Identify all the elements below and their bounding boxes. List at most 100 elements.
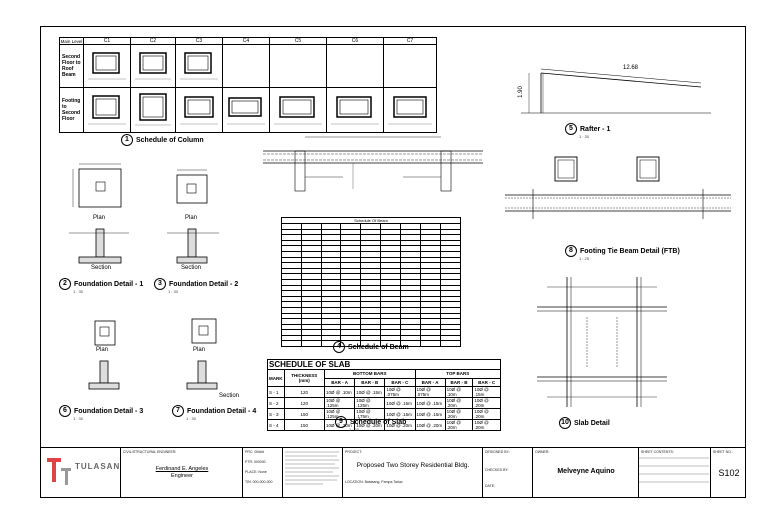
fd4-scale: 1 : 30 bbox=[186, 416, 197, 421]
slab-thickness: 150 bbox=[283, 419, 326, 431]
beam-table-row bbox=[281, 340, 461, 348]
slab-bar: 10Ø @ .10m bbox=[444, 386, 474, 398]
fd1-scale: 1 : 30 bbox=[73, 289, 84, 294]
footing-tie-beam-drawing bbox=[505, 156, 731, 219]
slab-bar: 10Ø @ .20m bbox=[444, 419, 474, 431]
beam-table-title: Schedule Of Beam bbox=[281, 217, 461, 224]
fd3-plan-label: Plan bbox=[96, 347, 109, 353]
beam-table-row bbox=[281, 306, 461, 314]
column-section-c5-upper-empty bbox=[269, 44, 327, 88]
row-label-upper: Second Floor to Roof Beam bbox=[59, 44, 84, 88]
fd3-title-text: Foundation Detail - 3 bbox=[74, 407, 144, 415]
ftb-number: 8 bbox=[565, 245, 577, 257]
beam-table-cell bbox=[419, 251, 441, 258]
beam-table-cell bbox=[439, 323, 461, 331]
foundation-detail-3-4-drawings bbox=[88, 318, 218, 390]
beam-table-cell bbox=[419, 312, 441, 320]
beam-table-cell bbox=[419, 306, 441, 314]
ftb-title-text: Footing Tie Beam Detail (FTB) bbox=[580, 247, 680, 255]
slab-schedule-scale: 1 : 30 bbox=[349, 427, 360, 432]
column-header-c7: C7 bbox=[383, 37, 437, 45]
sheet-contents-label: SHEET CONTENTS: bbox=[641, 450, 674, 454]
project-location: LOCATION: Batasang, Pampa Tarlac bbox=[345, 480, 403, 484]
beam-table-cell bbox=[439, 334, 461, 342]
beam-table-cell bbox=[439, 340, 461, 348]
company-name: TULASAN bbox=[75, 462, 121, 471]
column-schedule-corner: Main Level bbox=[59, 37, 84, 45]
fd1-title-text: Foundation Detail - 1 bbox=[74, 280, 144, 288]
slab-bar: 10Ø @ .20m bbox=[414, 419, 446, 431]
beam-table-cell bbox=[439, 256, 461, 264]
sheet-number-cell: SHEET NO.: S102 bbox=[711, 448, 745, 497]
slab-bar: 10Ø @ .075m bbox=[384, 386, 416, 398]
design-check-cell: DESIGNED BY: CHECKED BY: DATE: bbox=[483, 448, 533, 497]
column-header-c4: C4 bbox=[222, 37, 270, 45]
column-section-c6-lower bbox=[326, 87, 384, 133]
slab-mark: S - 4 bbox=[267, 419, 285, 431]
beam-table-cell bbox=[439, 301, 461, 308]
slab-bar: 10Ø @ .15m bbox=[414, 408, 446, 420]
slab-mark: S - 3 bbox=[267, 408, 285, 420]
slab-schedule-number: 9 bbox=[335, 416, 347, 428]
beam-table-row bbox=[281, 312, 461, 320]
column-section-c7-lower bbox=[383, 87, 437, 133]
slab-col-thickness: THICKNESS (mm) bbox=[283, 369, 326, 387]
fd4-title-text: Foundation Detail - 4 bbox=[187, 407, 257, 415]
column-schedule-number: 1 bbox=[121, 134, 133, 146]
slab-bar: 10Ø @ .10m bbox=[324, 386, 356, 398]
slab-bar: 10Ø @ .20m bbox=[472, 397, 501, 409]
beam-table-cell bbox=[419, 318, 441, 325]
column-header-c1: C1 bbox=[83, 37, 131, 45]
slab-detail-title-text: Slab Detail bbox=[574, 419, 610, 427]
column-section-c3-lower bbox=[175, 87, 223, 133]
beam-table-cell bbox=[439, 290, 461, 297]
slab-sub-col: BAR - A bbox=[414, 377, 446, 387]
beam-table-cell bbox=[419, 295, 441, 303]
beam-table-cell bbox=[419, 256, 441, 264]
drawing-area: Main Level C1 C2 C3 C4 C5 C6 C7 Second F… bbox=[41, 27, 745, 447]
beam-table-cell bbox=[439, 318, 461, 325]
beam-table-cell bbox=[419, 267, 441, 275]
slab-row: S - 1 120 10Ø @ .10m 10Ø @ .15m 10Ø @ .0… bbox=[267, 386, 501, 398]
column-schedule-table: Main Level C1 C2 C3 C4 C5 C6 C7 Second F… bbox=[59, 37, 437, 133]
slab-detail-number: 10 bbox=[559, 417, 571, 429]
beam-table-row bbox=[281, 262, 461, 269]
engineer-name: Ferdinand E. Angeles bbox=[155, 466, 209, 472]
beam-table-row bbox=[281, 284, 461, 292]
ftb-scale: 1 : 25 bbox=[579, 256, 590, 261]
beam-schedule-table: Schedule Of Beam bbox=[281, 217, 461, 348]
beam-table-cell bbox=[439, 312, 461, 320]
slab-bar: 10Ø @ .20m bbox=[472, 419, 501, 431]
column-section-c1-lower bbox=[83, 87, 131, 133]
slab-bar: 10Ø @ .15m bbox=[384, 397, 416, 409]
sheet-number: S102 bbox=[718, 468, 740, 478]
column-section-c6-upper-empty bbox=[326, 44, 384, 88]
beam-table-cell bbox=[419, 334, 441, 342]
column-schedule-title-text: Schedule of Column bbox=[136, 136, 204, 144]
checked-by-label: CHECKED BY: bbox=[485, 468, 509, 472]
beam-table-cell bbox=[419, 290, 441, 297]
column-section-c4-lower bbox=[222, 87, 270, 133]
beam-table-row bbox=[281, 267, 461, 275]
title-block: TULASAN CIVIL/STRUCTURAL ENGINEER: Ferdi… bbox=[41, 447, 745, 497]
designed-by-label: DESIGNED BY: bbox=[485, 450, 510, 454]
column-section-c7-upper-empty bbox=[383, 44, 437, 88]
slab-sub-col: BAR - B bbox=[444, 377, 474, 387]
beam-elevation-drawing bbox=[263, 136, 483, 192]
slab-schedule-title-text: Schedule of Slab bbox=[350, 418, 407, 426]
owner-name: Melveyne Aquino bbox=[557, 468, 615, 475]
beam-table-row bbox=[281, 334, 461, 342]
beam-table-cell bbox=[419, 262, 441, 269]
slab-mark: S - 1 bbox=[267, 386, 285, 398]
notes-cell bbox=[283, 448, 343, 497]
fd3-scale: 1 : 30 bbox=[73, 416, 84, 421]
fd2-section-label: Section bbox=[181, 265, 202, 271]
beam-table-row bbox=[281, 290, 461, 297]
slab-bar: 10Ø @ .075m bbox=[414, 386, 446, 398]
slab-bar: 10Ø @ .20m bbox=[472, 408, 501, 420]
fd4-number: 7 bbox=[172, 405, 184, 417]
beam-table-row bbox=[281, 251, 461, 258]
place-label: PLACE: None bbox=[245, 470, 267, 474]
